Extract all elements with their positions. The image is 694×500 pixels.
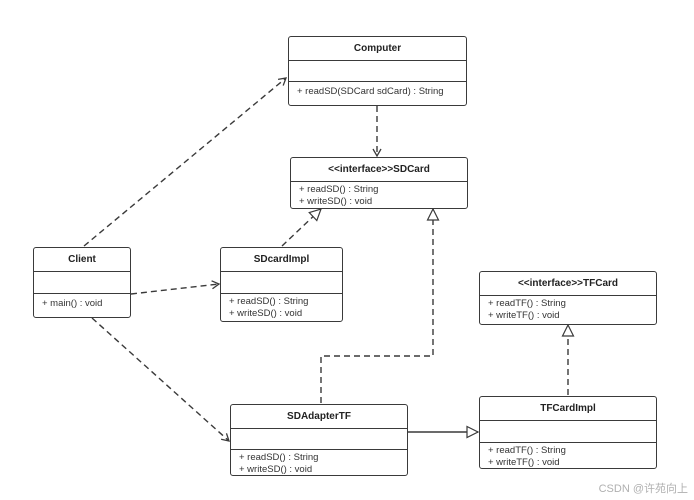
operations-compartment: + readSD() : String + writeSD() : void	[231, 450, 407, 476]
attributes-compartment	[231, 429, 407, 450]
class-name: Client	[34, 248, 130, 272]
attributes-compartment	[221, 272, 342, 294]
operation: + writeSD() : void	[299, 196, 373, 207]
operation: + readTF() : String	[488, 298, 566, 309]
operation: + main() : void	[42, 298, 103, 309]
class-sdadaptertf[interactable]: SDAdapterTF + readSD() : String + writeS…	[230, 404, 408, 476]
operations-compartment: + readSD() : String + writeSD() : void	[291, 182, 467, 208]
operation: + readTF() : String	[488, 445, 566, 456]
operations-compartment: + readTF() : String + writeTF() : void	[480, 443, 656, 469]
class-sdcardimpl[interactable]: SDcardImpl + readSD() : String + writeSD…	[220, 247, 343, 322]
class-tfcard-interface[interactable]: <<interface>>TFCard + readTF() : String …	[479, 271, 657, 325]
class-name: <<interface>>TFCard	[480, 272, 656, 296]
realization-sdadaptertf-sdcard	[320, 207, 440, 403]
operation: + readSD() : String	[299, 184, 379, 195]
operations-compartment: + readSD(SDCard sdCard) : String	[289, 82, 466, 98]
operations-compartment: + readTF() : String + writeTF() : void	[480, 296, 656, 322]
class-client[interactable]: Client + main() : void	[33, 247, 131, 318]
class-name: TFCardImpl	[480, 397, 656, 421]
class-sdcard-interface[interactable]: <<interface>>SDCard + readSD() : String …	[290, 157, 468, 209]
realization-sdcardimpl-sdcard	[281, 208, 322, 247]
operation: + readSD() : String	[229, 296, 309, 307]
watermark: CSDN @许苑向上	[598, 483, 688, 495]
operation: + writeSD() : void	[229, 308, 303, 319]
operation: + writeTF() : void	[488, 310, 560, 321]
operations-compartment: + readSD() : String + writeSD() : void	[221, 294, 342, 320]
operation: + readSD(SDCard sdCard) : String	[297, 86, 444, 97]
class-name: SDAdapterTF	[231, 405, 407, 429]
operations-compartment: + main() : void	[34, 294, 130, 310]
class-name: SDcardImpl	[221, 248, 342, 272]
attributes-compartment	[289, 61, 466, 82]
attributes-compartment	[480, 421, 656, 443]
class-name: <<interface>>SDCard	[291, 158, 467, 182]
dependency-client-computer	[83, 77, 288, 247]
dependency-client-sdadaptertf	[91, 317, 230, 442]
attributes-compartment	[34, 272, 130, 294]
operation: + writeSD() : void	[239, 464, 313, 475]
dependency-client-sdcardimpl	[130, 280, 221, 295]
class-computer[interactable]: Computer + readSD(SDCard sdCard) : Strin…	[288, 36, 467, 106]
class-tfcardimpl[interactable]: TFCardImpl + readTF() : String + writeTF…	[479, 396, 657, 469]
operation: + readSD() : String	[239, 452, 319, 463]
operation: + writeTF() : void	[488, 457, 560, 468]
class-name: Computer	[289, 37, 466, 61]
